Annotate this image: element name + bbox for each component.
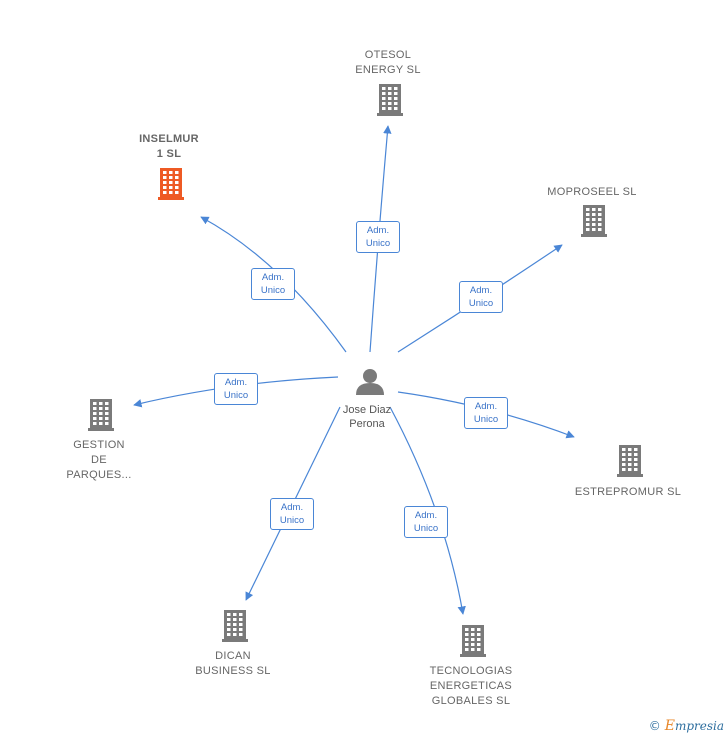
brand-initial: E [664, 718, 675, 734]
company-label-gestion[interactable]: GESTION DE PARQUES... [66, 439, 132, 481]
company-label-moproseel[interactable]: MOPROSEEL SL [547, 186, 637, 198]
building-icon-otesol[interactable] [377, 84, 403, 116]
building-icon-moproseel[interactable] [581, 205, 607, 237]
company-label-otesol[interactable]: OTESOL ENERGY SL [355, 49, 421, 76]
person-name: Jose Diaz Perona [342, 404, 392, 430]
company-label-estrepromur[interactable]: ESTREPROMUR SL [574, 486, 682, 498]
person-icon[interactable] [356, 369, 384, 395]
building-icon-gestion[interactable] [88, 399, 114, 431]
copyright-icon: © [648, 719, 661, 733]
brand-name: mpresia [674, 719, 724, 733]
role-badge-adm-unico[interactable]: Adm. Unico [464, 397, 508, 429]
role-badge-adm-unico[interactable]: Adm. Unico [404, 506, 448, 538]
company-label-inselmur[interactable]: INSELMUR 1 SL [139, 133, 199, 160]
role-badge-adm-unico[interactable]: Adm. Unico [356, 221, 400, 253]
building-icon-inselmur[interactable] [158, 168, 184, 200]
role-badge-adm-unico[interactable]: Adm. Unico [214, 373, 258, 405]
copyright-footer: ©Empresia [649, 718, 724, 734]
building-icon-dican[interactable] [222, 610, 248, 642]
company-label-tecnologias[interactable]: TECNOLOGIAS ENERGETICAS GLOBALES SL [429, 665, 513, 707]
role-badge-adm-unico[interactable]: Adm. Unico [270, 498, 314, 530]
role-badge-adm-unico[interactable]: Adm. Unico [251, 268, 295, 300]
building-icon-estrepromur[interactable] [617, 445, 643, 477]
company-label-dican[interactable]: DICAN BUSINESS SL [195, 650, 271, 677]
role-badge-adm-unico[interactable]: Adm. Unico [459, 281, 503, 313]
building-icon-tecnologias[interactable] [460, 625, 486, 657]
